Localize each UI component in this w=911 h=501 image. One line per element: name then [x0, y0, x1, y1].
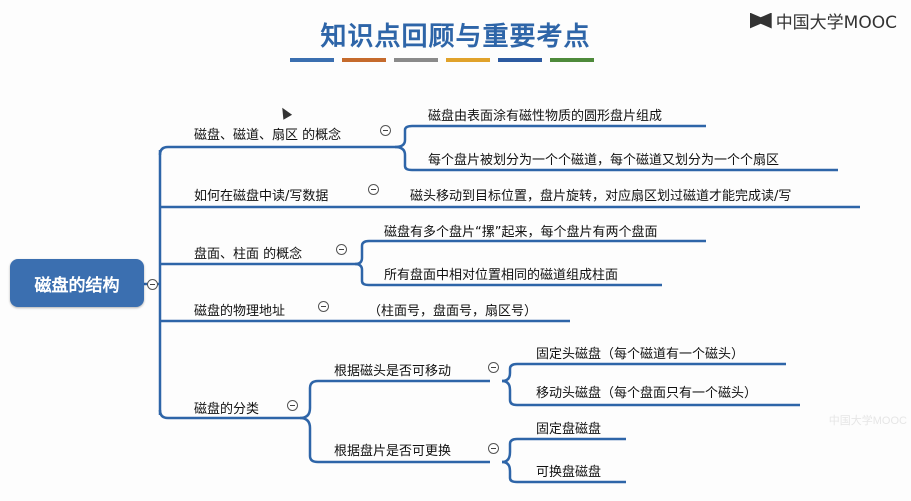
branch-underline-5	[158, 409, 300, 420]
b5-group-1-line	[299, 379, 490, 420]
branch-read-write[interactable]: 如何在磁盘中读/写数据	[194, 189, 329, 204]
leaf-fixed-platter-disk: 固定盘磁盘	[536, 422, 602, 437]
mindmap-root-node[interactable]: 磁盘的结构	[10, 259, 144, 307]
group-1-collapse-icon[interactable]	[488, 362, 499, 373]
branch-3-collapse-icon[interactable]	[336, 244, 347, 255]
branch-concept-disk-track-sector[interactable]: 磁盘、磁道、扇区 的概念	[194, 128, 342, 143]
watermark: 中国大学MOOC	[828, 415, 907, 427]
branch-underline-1	[158, 145, 395, 156]
group-2-collapse-icon[interactable]	[488, 443, 499, 454]
group-platter-removable[interactable]: 根据盘片是否可更换	[334, 444, 452, 459]
g1-child-2-line	[501, 379, 800, 407]
b1-child-2-line	[394, 145, 838, 172]
g1-child-1-line	[501, 362, 786, 383]
g2-child-2-line	[501, 460, 626, 484]
title-underline-stripes	[290, 58, 594, 62]
b1-child-1-line	[394, 124, 706, 149]
stripe-5	[498, 58, 542, 62]
branch-classification[interactable]: 磁盘的分类	[194, 402, 260, 417]
branch-physical-address[interactable]: 磁盘的物理地址	[194, 304, 286, 319]
leaf-read-write-process: 磁头移动到目标位置，盘片旋转，对应扇区划过磁道才能完成读/写	[410, 189, 792, 204]
branch-2-collapse-icon[interactable]	[368, 184, 379, 195]
leaf-cylinder-definition: 所有盘面中相对位置相同的磁道组成柱面	[384, 268, 619, 283]
branch-surface-cylinder[interactable]: 盘面、柱面 的概念	[194, 247, 303, 262]
branch-4-collapse-icon[interactable]	[318, 301, 329, 312]
stripe-6	[550, 58, 594, 62]
slide-title: 知识点回顾与重要考点	[320, 22, 591, 52]
g2-child-1-line	[501, 437, 626, 464]
branch-5-collapse-icon[interactable]	[287, 400, 298, 411]
b5-group-2-line	[299, 416, 490, 464]
group-head-movable[interactable]: 根据磁头是否可移动	[334, 364, 452, 379]
leaf-stacked-platters: 磁盘有多个盘片“摞”起来，每个盘片有两个盘面	[384, 225, 658, 240]
leaf-removable-platter-disk: 可换盘磁盘	[536, 465, 602, 480]
stripe-3	[394, 58, 438, 62]
stripe-4	[446, 58, 490, 62]
leaf-disk-platter: 磁盘由表面涂有磁性物质的圆形盘片组成	[428, 109, 663, 124]
leaf-moving-head-disk: 移动头磁盘（每个盘面只有一个磁头）	[536, 386, 758, 401]
root-collapse-icon[interactable]	[147, 279, 158, 290]
stripe-1	[290, 58, 334, 62]
leaf-platter-tracks-sectors: 每个盘片被划分为一个个磁道，每个磁道又划分为一个个扇区	[428, 153, 780, 168]
branch-1-collapse-icon[interactable]	[380, 125, 391, 136]
brand-text: 中国大学MOOC	[775, 13, 897, 33]
leaf-address-format: （柱面号，盘面号，扇区号）	[368, 304, 538, 319]
leaf-fixed-head-disk: 固定头磁盘（每个磁道有一个磁头）	[536, 347, 745, 362]
stripe-2	[342, 58, 386, 62]
b3-child-1-line	[354, 239, 706, 266]
brand-logo: 中国大学MOOC	[750, 8, 897, 33]
b3-child-2-line	[354, 262, 662, 287]
